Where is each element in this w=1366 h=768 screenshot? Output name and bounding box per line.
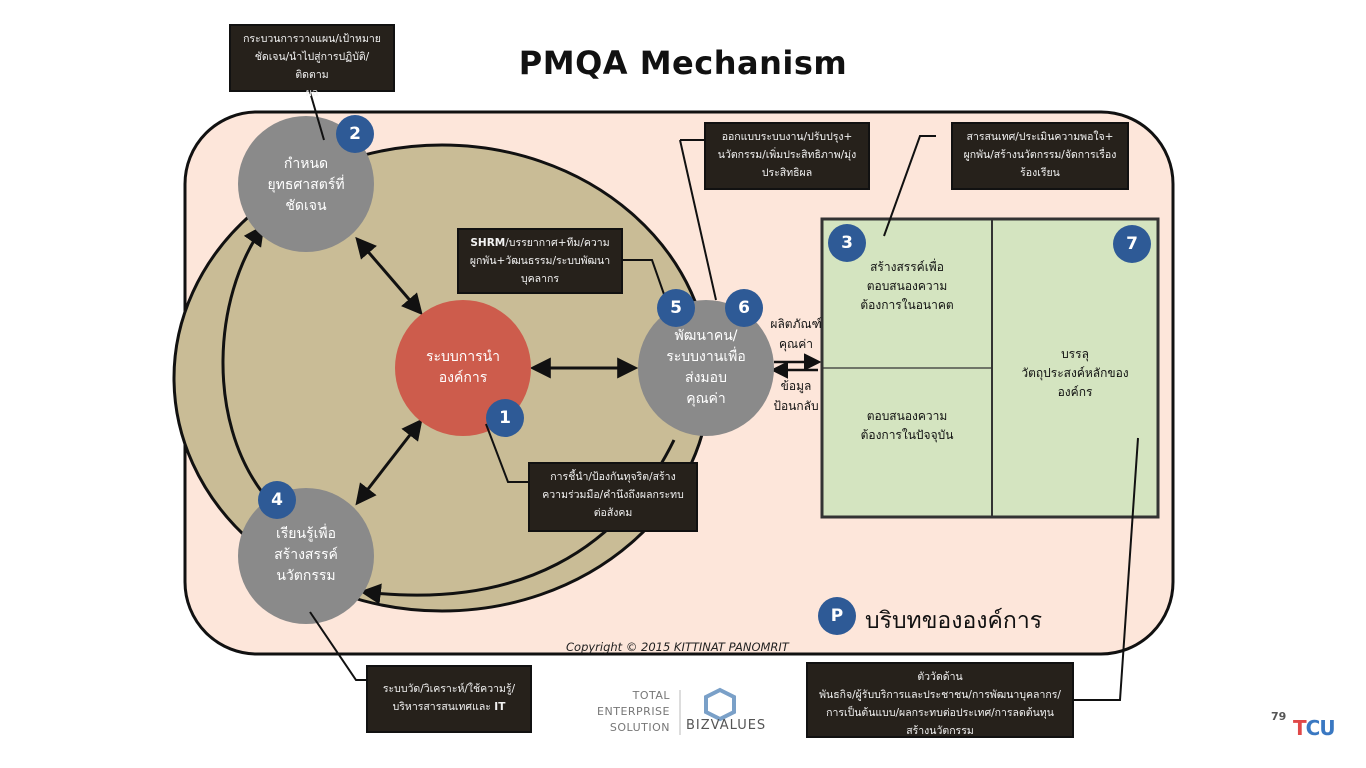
note-hr: SHRM/บรรยากาศ+ทีม/ความ ผูกพัน+วัฒนธรรม/ร… — [457, 228, 623, 294]
callout-line-5 — [622, 259, 667, 301]
badge-4-circle — [258, 481, 296, 519]
badge-1: 1 — [499, 408, 511, 428]
bizvalues-logo-mark — [704, 687, 736, 722]
callout-line-1 — [485, 423, 528, 483]
logo-brand-name: BIZVALUES — [686, 718, 767, 733]
cycle-arrow-learning-to-strategy — [221, 224, 265, 493]
note-hr-bold: SHRM — [470, 237, 506, 249]
node-learning — [238, 488, 374, 624]
node-people-process — [638, 300, 774, 436]
note-hr-text: /บรรยากาศ+ทีม/ความ ผูกพัน+วัฒนธรรม/ระบบพ… — [469, 237, 611, 285]
badge-3: 3 — [841, 233, 853, 253]
callout-line-4 — [309, 611, 366, 681]
page-title: PMQA Mechanism — [518, 44, 848, 82]
page-number: 79 — [1271, 710, 1287, 723]
output-label: ผลิตภัณฑ์ คุณค่า — [770, 317, 822, 351]
customer-future-label: สร้างสรรค์เพื่อ ตอบสนองความ ต้องการในอนา… — [860, 260, 954, 312]
note-customer-info: สารสนเทศ/ประเมินความพอใจ+ ผูกพัน/สร้างนว… — [951, 122, 1129, 190]
corner-logo: TCU — [1293, 716, 1336, 740]
corner-logo-part2: CU — [1305, 716, 1336, 740]
note-knowledge-bold: IT — [494, 701, 506, 713]
node-strategy — [238, 116, 374, 252]
customer-current-label: ตอบสนองความ ต้องการในปัจจุบัน — [860, 409, 954, 442]
badge-5-circle — [657, 289, 695, 327]
badge-4: 4 — [271, 490, 283, 510]
badge-p: P — [830, 606, 844, 626]
note-system-design: ออกแบบระบบงาน/ปรับปรุง+ นวัตกรรม/เพิ่มปร… — [704, 122, 870, 190]
feedback-label: ข้อมูล ป้อนกลับ — [773, 379, 819, 413]
corner-logo-part1: T — [1293, 716, 1307, 740]
badge-p-circle — [818, 597, 856, 635]
node-leadership-label: ระบบการนำ องค์การ — [425, 349, 501, 386]
copyright-text: Copyright © 2015 KITTINAT PANOMRIT — [566, 640, 789, 654]
organization-context-label: บริบทขององค์การ — [865, 608, 1043, 634]
note-knowledge: ระบบวัด/วิเคราะห์/ใช้ความรู้/ บริหารสารส… — [366, 665, 532, 733]
callout-line-6b — [679, 139, 717, 301]
callout-line-3 — [883, 135, 936, 237]
note-planning: กระบวนการวางแผน/เป้าหมาย ชัดเจน/นำไปสู่ก… — [229, 24, 395, 99]
badge-6: 6 — [738, 298, 750, 318]
badge-3-circle — [828, 224, 866, 262]
arrow-leader-learning — [355, 418, 423, 506]
note-results: ตัววัดด้าน พันธกิจ/ผู้รับบริการและประชาช… — [806, 662, 1074, 738]
badge-7-circle — [1113, 225, 1151, 263]
callout-line-2 — [309, 91, 325, 141]
badge-2: 2 — [349, 124, 361, 144]
node-people-process-label: พัฒนาคน/ ระบบงานเพื่อ ส่งมอบ คุณค่า — [666, 328, 746, 407]
callout-line-7 — [1072, 437, 1139, 701]
badge-6-circle — [725, 289, 763, 327]
arrow-leader-strategy — [355, 236, 423, 316]
node-learning-label: เรียนรู้เพื่อ สร้างสรรค์ นวัตกรรม — [274, 526, 338, 584]
objectives-label: บรรลุ วัตถุประสงค์หลักของ องค์กร — [1021, 347, 1129, 399]
note-knowledge-text: ระบบวัด/วิเคราะห์/ใช้ความรู้/ บริหารสารส… — [382, 683, 516, 713]
note-leadership: การชี้นำ/ป้องกันทุจริต/สร้าง ความร่วมมือ… — [528, 462, 698, 532]
badge-2-circle — [336, 115, 374, 153]
badge-7: 7 — [1126, 234, 1138, 254]
logo-tagline: TOTAL ENTERPRISE SOLUTION — [597, 689, 670, 734]
node-strategy-label: กำหนด ยุทธศาสตร์ที่ ชัดเจน — [267, 156, 345, 214]
badge-5: 5 — [670, 298, 682, 318]
badge-1-circle — [486, 399, 524, 437]
